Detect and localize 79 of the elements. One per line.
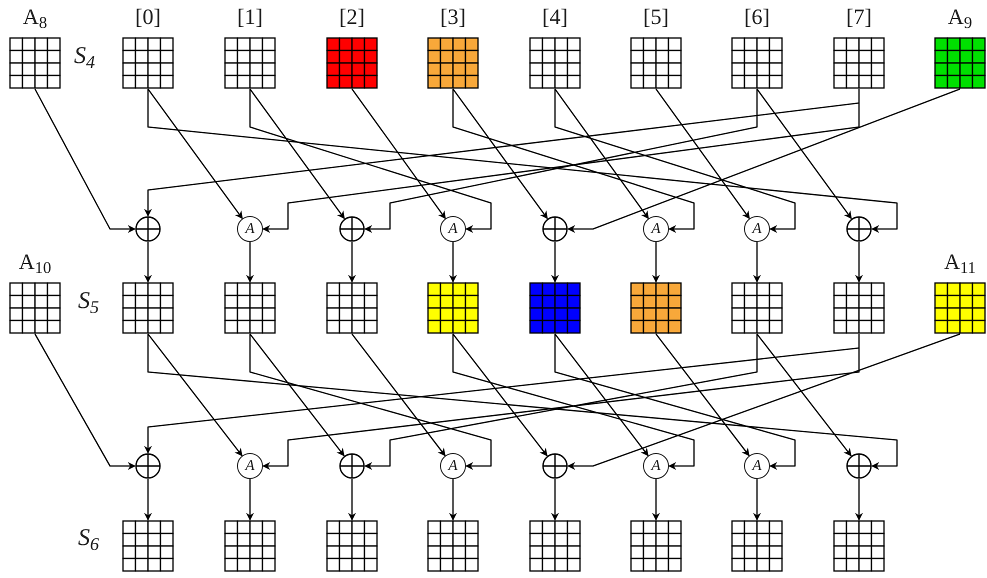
xor-symbol xyxy=(542,453,568,479)
index-label: [5] xyxy=(643,3,669,31)
index-label: A$_{11}$ xyxy=(944,248,976,280)
arrow xyxy=(147,334,898,470)
arrow xyxy=(452,89,695,233)
arrow xyxy=(144,242,152,283)
arrow xyxy=(855,242,863,283)
index-label: A$_{8}$ xyxy=(22,3,48,34)
arrow xyxy=(246,242,254,283)
arrow xyxy=(449,479,457,521)
function-label: A xyxy=(651,458,661,474)
arrow xyxy=(567,333,960,470)
arrow xyxy=(452,334,548,456)
arrow xyxy=(249,88,345,220)
index-label: [1] xyxy=(237,3,263,31)
xor-symbol xyxy=(135,453,161,479)
arrow xyxy=(567,88,960,233)
xor-symbol xyxy=(339,453,365,479)
arrow xyxy=(452,334,695,470)
arrow xyxy=(246,479,254,521)
arrow xyxy=(756,88,852,220)
arrow xyxy=(655,88,750,220)
index-label: A$_{10}$ xyxy=(18,248,52,280)
arrow xyxy=(348,479,356,521)
index-label: [0] xyxy=(135,3,161,31)
xor-symbol xyxy=(846,453,872,479)
arrow xyxy=(655,334,750,456)
index-label: [7] xyxy=(846,3,872,31)
function-label: A xyxy=(448,458,458,474)
arrow xyxy=(34,88,136,233)
arrow xyxy=(34,334,136,470)
xor-symbol xyxy=(135,216,161,242)
index-label: [2] xyxy=(339,3,365,31)
xor-symbol xyxy=(846,216,872,242)
arrow xyxy=(249,334,492,470)
arrow xyxy=(262,334,860,470)
index-label: A$_{9}$ xyxy=(948,3,972,34)
arrow xyxy=(756,334,852,456)
state-label: S$_{5}$ xyxy=(78,289,99,313)
arrow xyxy=(364,334,758,470)
arrow xyxy=(144,479,152,521)
function-label: A xyxy=(752,458,762,474)
arrow xyxy=(147,88,243,220)
arrow xyxy=(452,88,548,220)
arrow xyxy=(551,479,559,521)
arrow xyxy=(364,89,758,233)
arrow xyxy=(147,334,243,456)
xor-symbol xyxy=(542,216,568,242)
index-label: [4] xyxy=(542,3,568,31)
arrow xyxy=(262,89,860,233)
function-label: A xyxy=(448,222,458,236)
arrow xyxy=(348,242,356,283)
arrow xyxy=(449,242,457,283)
arrow xyxy=(753,479,761,521)
state-label: S$_{6}$ xyxy=(78,526,99,550)
arrow xyxy=(144,102,860,217)
arrow xyxy=(249,334,345,456)
arrow xyxy=(753,242,761,283)
arrow xyxy=(554,334,796,470)
index-label: [6] xyxy=(744,3,770,31)
arrow xyxy=(652,242,660,283)
arrow xyxy=(551,242,559,283)
arrow xyxy=(554,334,649,456)
arrow xyxy=(147,89,898,233)
function-label: A xyxy=(245,458,255,474)
arrow xyxy=(855,479,863,521)
index-label: [3] xyxy=(440,3,466,31)
arrow xyxy=(554,89,796,233)
arrow xyxy=(351,334,446,456)
function-label: A xyxy=(752,222,762,236)
xor-symbol xyxy=(339,216,365,242)
arrow xyxy=(351,88,446,220)
state-label: S$_{4}$ xyxy=(74,44,95,68)
function-label: A xyxy=(651,222,661,236)
arrow xyxy=(144,347,860,454)
function-label: A xyxy=(245,222,255,236)
arrow xyxy=(652,479,660,521)
arrow xyxy=(554,88,649,220)
arrow xyxy=(249,89,492,233)
